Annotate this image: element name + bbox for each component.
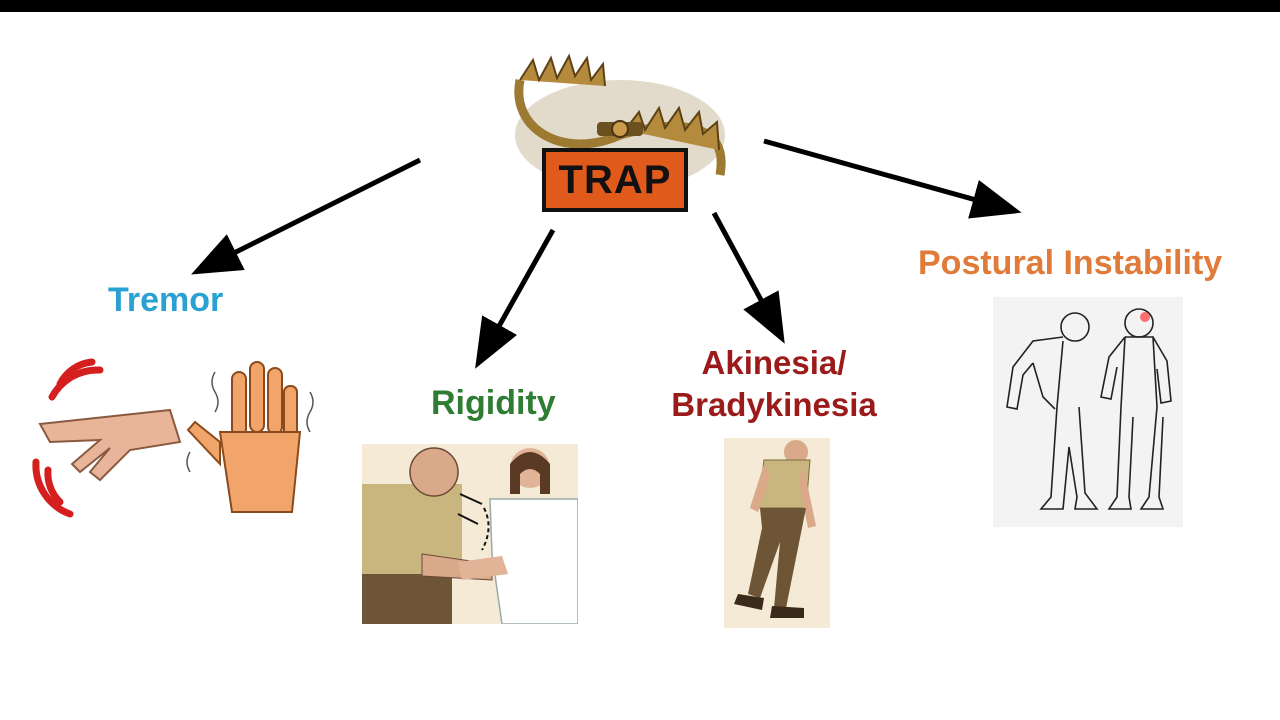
shaking-hands-icon [32, 358, 314, 518]
postural-instability-label: Postural Instability [918, 244, 1223, 282]
arrow-to-rigidity [475, 228, 556, 369]
trap-box: TRAP [542, 148, 688, 212]
arrow-to-akinesia [711, 211, 785, 344]
rigidity-exam-icon [362, 444, 578, 624]
stooped-posture-icon [993, 297, 1183, 527]
akinesia-label: Akinesia/ Bradykinesia [671, 344, 877, 423]
rigidity-label: Rigidity [431, 384, 556, 422]
shuffling-gait-icon [724, 438, 830, 628]
top-bar [0, 0, 1280, 12]
tremor-label: Tremor [108, 281, 224, 319]
arrow-to-tremor [191, 157, 422, 275]
trap-label: TRAP [558, 157, 672, 202]
arrow-to-postural [763, 138, 1022, 219]
